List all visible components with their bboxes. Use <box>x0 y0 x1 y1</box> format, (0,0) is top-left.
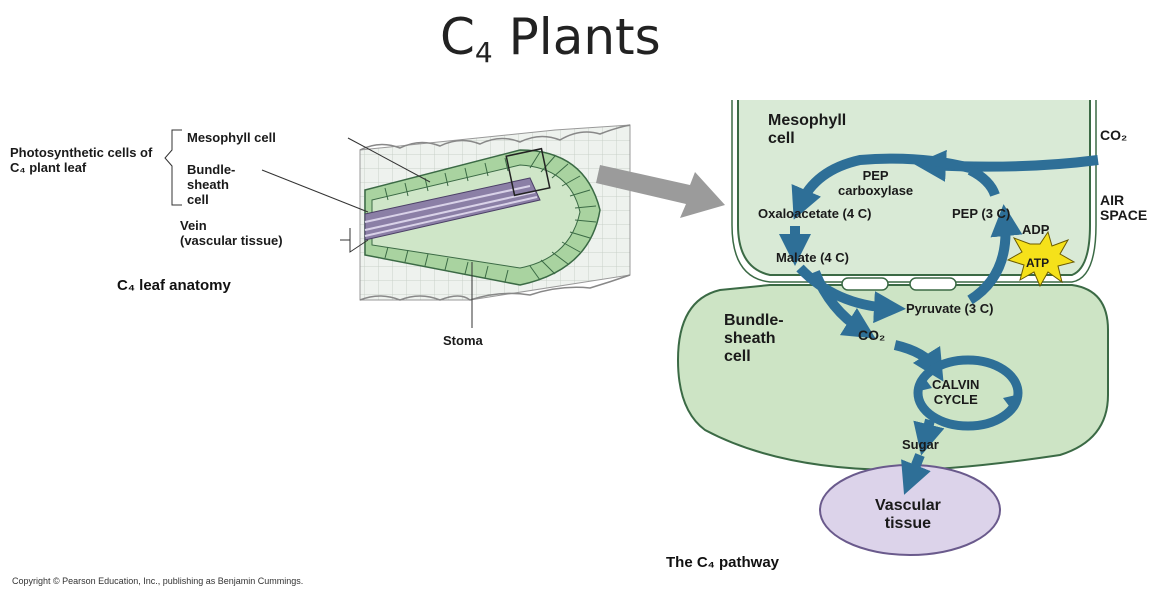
pathway-caption: The C₄ pathway <box>666 554 779 571</box>
air-space-label: AIR SPACE <box>1100 193 1147 223</box>
bundle-sheath-title: Bundle- sheath cell <box>724 312 784 366</box>
oxaloacetate-label: Oxaloacetate (4 C) <box>758 206 871 221</box>
bundle-sheath-cell <box>678 278 1108 470</box>
pyruvate-label: Pyruvate (3 C) <box>906 301 993 316</box>
atp-label: ATP <box>1026 256 1049 271</box>
vascular-tissue-label: Vascular tissue <box>875 497 941 533</box>
photosynthetic-cells-label: Photosynthetic cells of C₄ plant leaf <box>10 145 170 175</box>
leaf-anatomy-caption: C₄ leaf anatomy <box>117 277 231 294</box>
stoma-label: Stoma <box>443 333 483 348</box>
leaf-block <box>360 125 630 300</box>
adp-label: ADP <box>1022 222 1049 237</box>
malate-label: Malate (4 C) <box>776 250 849 265</box>
mesophyll-cell-title: Mesophyll cell <box>768 112 846 148</box>
pep-carboxylase-label: PEP carboxylase <box>838 168 913 198</box>
copyright-notice: Copyright © Pearson Education, Inc., pub… <box>12 576 303 586</box>
co2-bundle-label: CO₂ <box>858 328 885 343</box>
bundle-sheath-label: Bundle- sheath cell <box>187 162 235 207</box>
sugar-label: Sugar <box>902 437 939 452</box>
mesophyll-cell-label: Mesophyll cell <box>187 130 276 145</box>
pep-label: PEP (3 C) <box>952 206 1010 221</box>
co2-air-label: CO₂ <box>1100 128 1127 143</box>
calvin-cycle-label: CALVIN CYCLE <box>932 377 979 407</box>
vein-label: Vein (vascular tissue) <box>180 218 283 248</box>
